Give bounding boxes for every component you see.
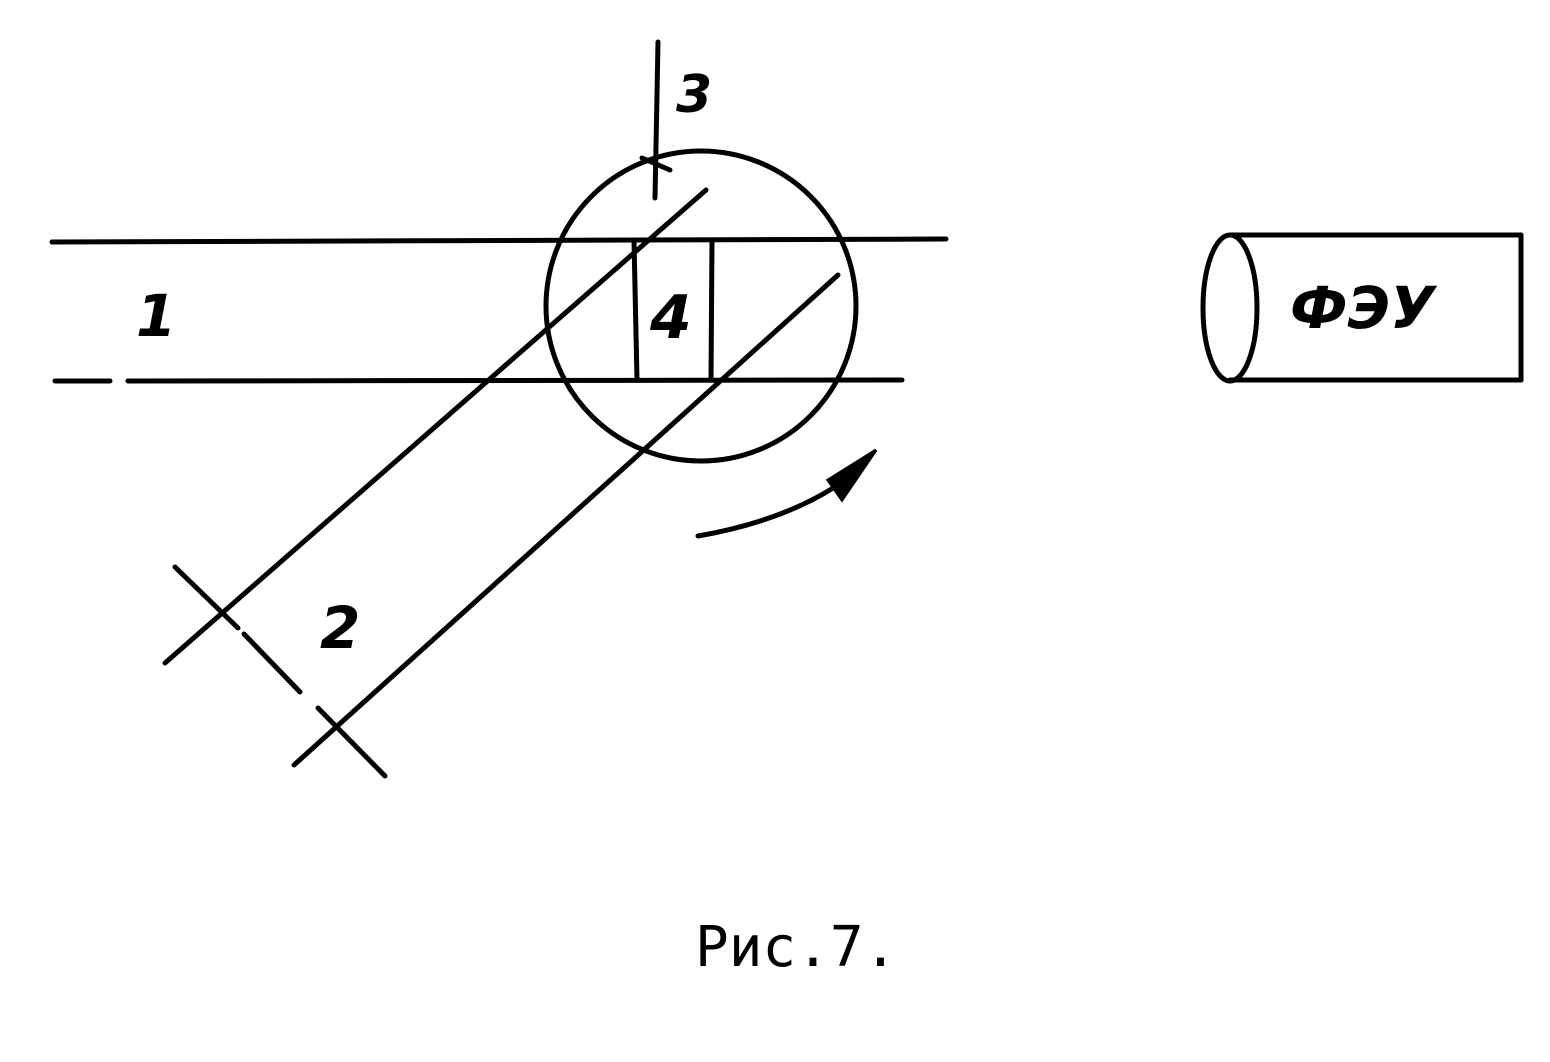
zone-4-cell	[631, 237, 715, 383]
channel-1-label: 1	[136, 282, 176, 350]
channel-3-tick	[639, 155, 673, 173]
zone-4-right-wall	[708, 237, 715, 383]
photomultiplier-window	[1200, 232, 1260, 384]
channel-3-line	[652, 39, 661, 201]
photomultiplier-label: ФЭУ	[1290, 274, 1438, 342]
horizontal-channel	[49, 236, 949, 384]
photomultiplier	[1200, 232, 1524, 384]
channel-2-end-cross-lower	[315, 705, 388, 779]
figure-caption: Рис.7.	[695, 915, 897, 980]
channel-2-end-cross-mid	[241, 631, 303, 695]
zone-4-left-wall	[631, 238, 640, 383]
rotating-disc-circle	[543, 148, 859, 464]
channel-1-top-line	[49, 236, 949, 245]
channel-2-label: 2	[320, 594, 360, 662]
rotation-arrow	[695, 448, 878, 539]
channel-2-upper-line	[162, 187, 709, 666]
rotation-arrow-curve	[695, 475, 851, 539]
channel-2-lower-line	[291, 272, 841, 768]
rotation-arrowhead	[825, 448, 878, 503]
zone-4-label: 4	[649, 283, 692, 353]
channel-3-label: 3	[676, 65, 712, 125]
channel-1-bottom-line	[125, 377, 905, 384]
vertical-channel	[639, 39, 673, 201]
channel-2-end-cross-upper	[172, 564, 241, 631]
inclined-channel	[162, 187, 841, 779]
